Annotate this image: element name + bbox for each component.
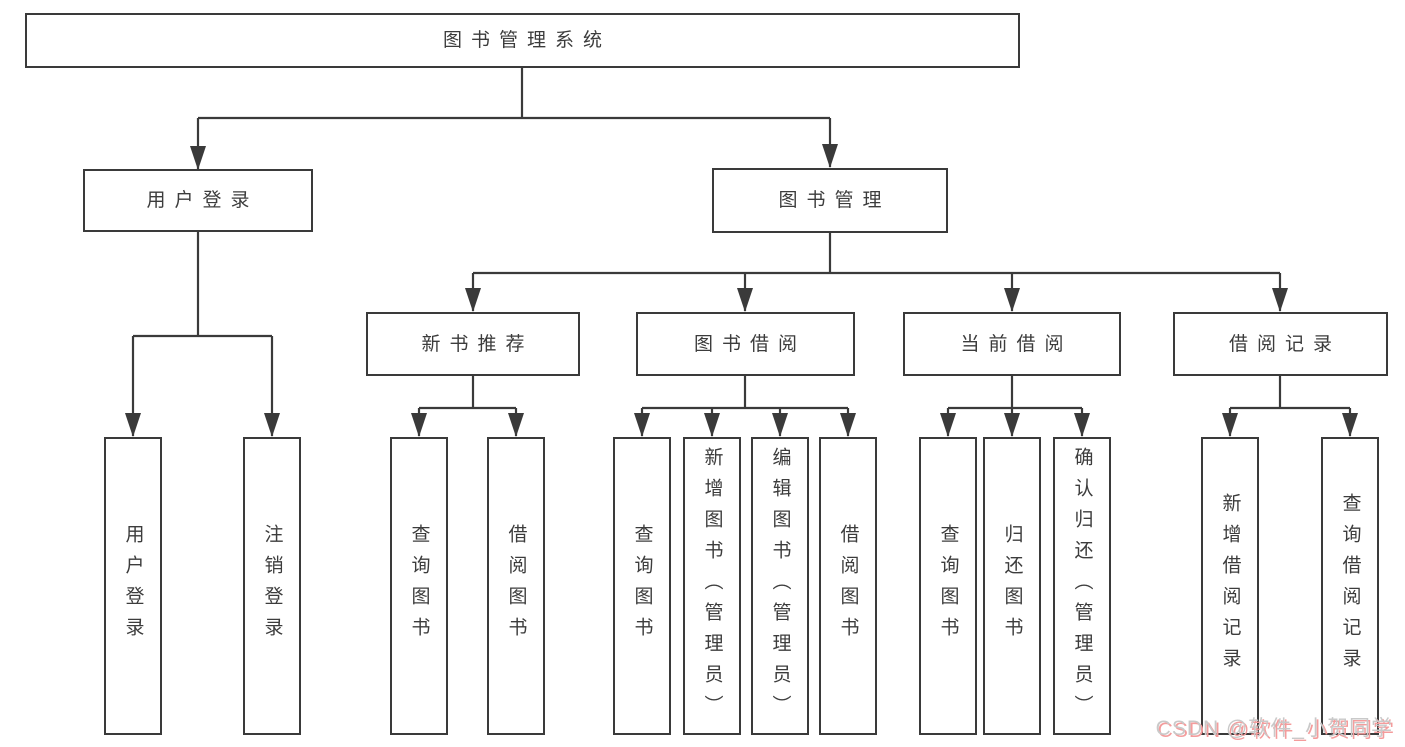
leaf-borrow-edit-book-admin: 编辑图书（管理员） xyxy=(751,437,809,735)
leaf-borrow-edit-book-admin-label: 编辑图书（管理员） xyxy=(769,446,791,726)
leaf-current-return-book-label: 归还图书 xyxy=(1001,524,1023,648)
leaf-recommend-query-book-label: 查询图书 xyxy=(408,524,430,648)
leaf-borrow-add-book-admin-label: 新增图书（管理员） xyxy=(701,446,723,726)
node-book-borrow: 图书借阅 xyxy=(636,312,855,376)
node-root-label: 图书管理系统 xyxy=(442,30,611,51)
node-new-book-recommend: 新书推荐 xyxy=(366,312,580,376)
leaf-current-confirm-return-admin: 确认归还（管理员） xyxy=(1053,437,1111,735)
leaf-recommend-borrow-book: 借阅图书 xyxy=(487,437,545,735)
node-user-login: 用户登录 xyxy=(83,169,313,232)
leaf-borrow-borrow-book: 借阅图书 xyxy=(819,437,877,735)
node-borrow-record-label: 借阅记录 xyxy=(1228,333,1341,355)
node-book-management: 图书管理 xyxy=(712,168,948,233)
leaf-borrow-query-book: 查询图书 xyxy=(613,437,671,735)
node-borrow-record: 借阅记录 xyxy=(1173,312,1388,376)
leaf-borrow-borrow-book-label: 借阅图书 xyxy=(837,524,859,648)
leaf-borrow-add-book-admin: 新增图书（管理员） xyxy=(683,437,741,735)
csdn-watermark: CSDN @软件_小贺同学 xyxy=(1155,717,1393,740)
leaf-recommend-borrow-book-label: 借阅图书 xyxy=(505,524,527,648)
leaf-borrow-query-book-label: 查询图书 xyxy=(631,524,653,648)
leaf-user-login-label: 用户登录 xyxy=(122,524,144,648)
leaf-record-add-record: 新增借阅记录 xyxy=(1201,437,1259,735)
node-root: 图书管理系统 xyxy=(25,13,1020,68)
leaf-current-query-book: 查询图书 xyxy=(919,437,977,735)
node-new-book-recommend-label: 新书推荐 xyxy=(421,333,534,355)
leaf-user-login: 用户登录 xyxy=(104,437,162,735)
node-book-borrow-label: 图书借阅 xyxy=(693,333,806,355)
node-user-login-label: 用户登录 xyxy=(146,190,259,211)
leaf-record-add-record-label: 新增借阅记录 xyxy=(1219,493,1241,679)
leaf-logout-label: 注销登录 xyxy=(261,524,283,648)
leaf-current-query-book-label: 查询图书 xyxy=(937,524,959,648)
node-book-management-label: 图书管理 xyxy=(778,190,891,211)
leaf-record-query-record-label: 查询借阅记录 xyxy=(1339,493,1361,679)
node-current-borrow: 当前借阅 xyxy=(903,312,1121,376)
node-current-borrow-label: 当前借阅 xyxy=(960,333,1073,355)
leaf-current-confirm-return-admin-label: 确认归还（管理员） xyxy=(1071,446,1093,726)
leaf-recommend-query-book: 查询图书 xyxy=(390,437,448,735)
leaf-current-return-book: 归还图书 xyxy=(983,437,1041,735)
leaf-record-query-record: 查询借阅记录 xyxy=(1321,437,1379,735)
leaf-logout: 注销登录 xyxy=(243,437,301,735)
